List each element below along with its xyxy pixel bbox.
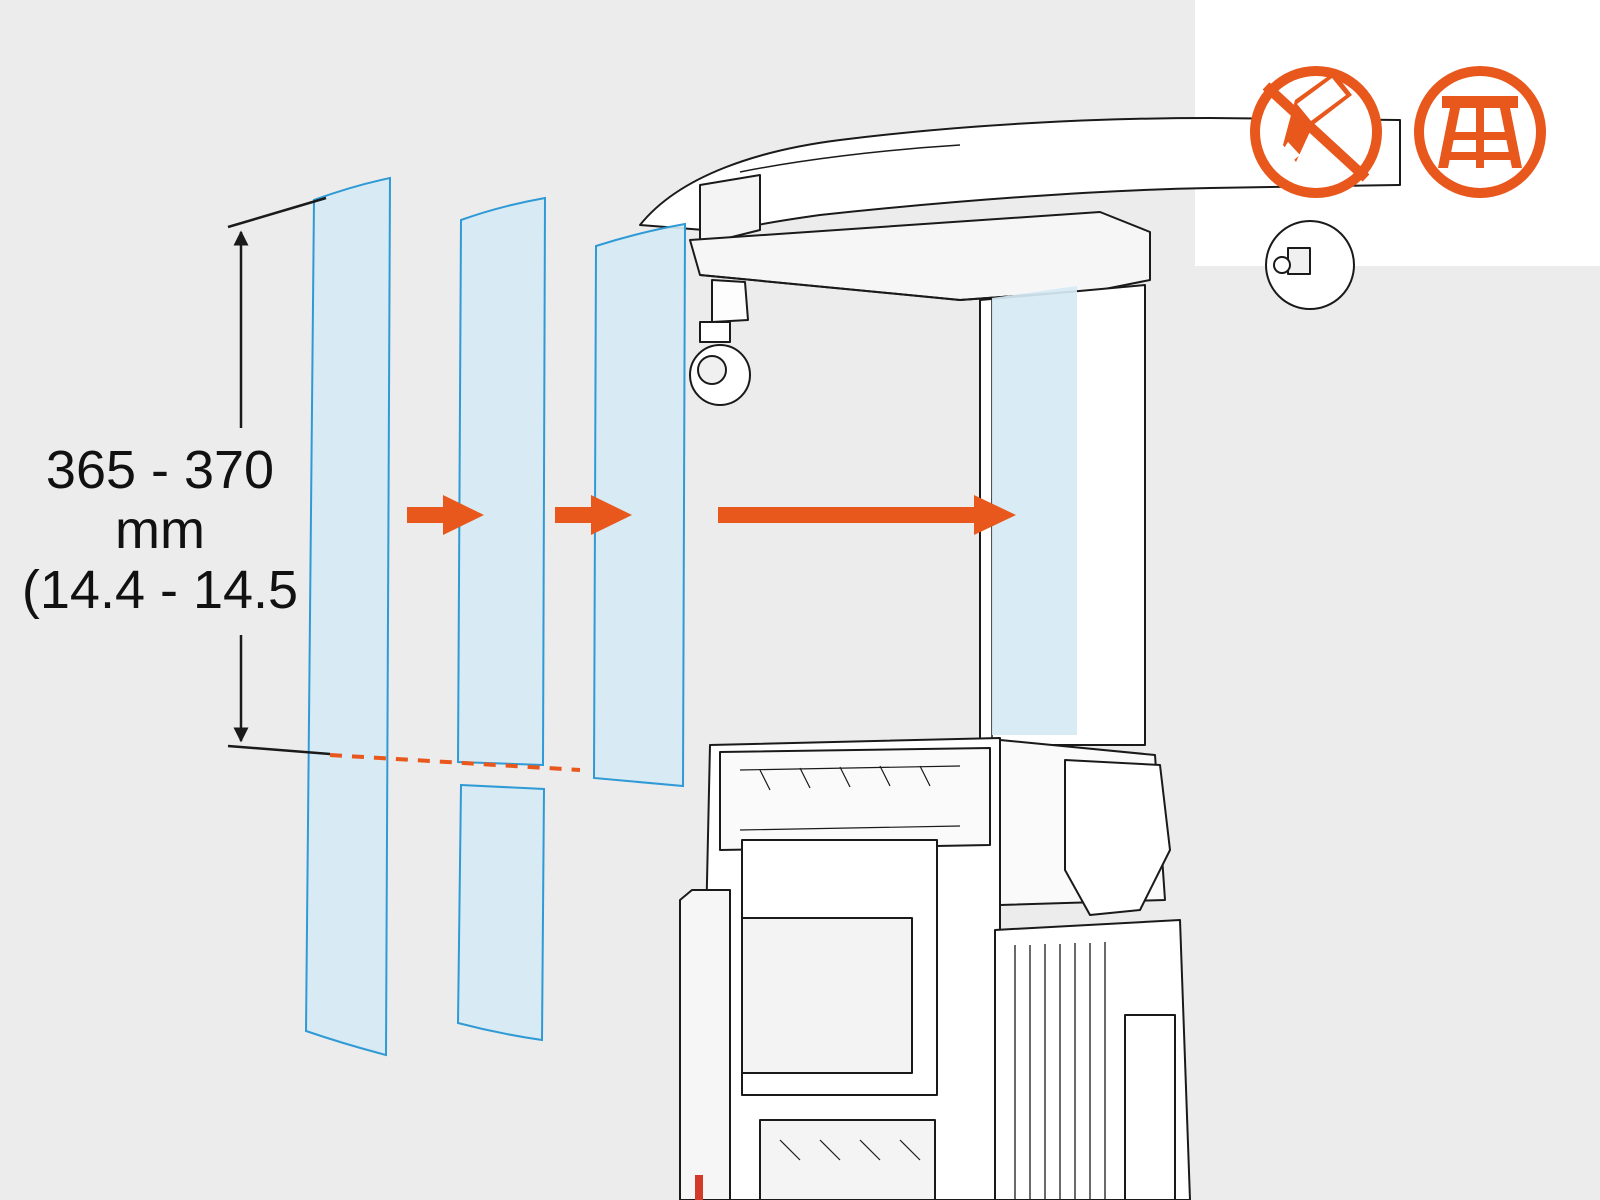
film-strip-full [304,176,392,1057]
dimension-marker [227,196,331,756]
dimension-label: 365 - 370 mm (14.4 - 14.5 [10,440,310,620]
film-strip-trimmed [592,222,687,788]
film-strip-applied [992,286,1077,735]
dimension-bottom-tick [227,744,331,756]
direction-arrows [407,495,1016,535]
film-strip-lower [456,783,546,1042]
cut-line-dashed [329,753,581,772]
dimension-imperial: (14.4 - 14.5 [21,560,299,620]
dimension-unit: mm [115,500,205,560]
dimension-top-tick [227,196,327,229]
ladder-icon [1414,66,1546,198]
film-strip-upper [456,196,547,767]
dimension-value: 365 - 370 [45,440,275,500]
protective-film-strips [304,176,1077,1057]
arrow-right-icon [718,495,1016,535]
arrow-right-icon [407,495,484,535]
arrow-right-icon [555,495,632,535]
pencil-icon [1250,66,1382,198]
